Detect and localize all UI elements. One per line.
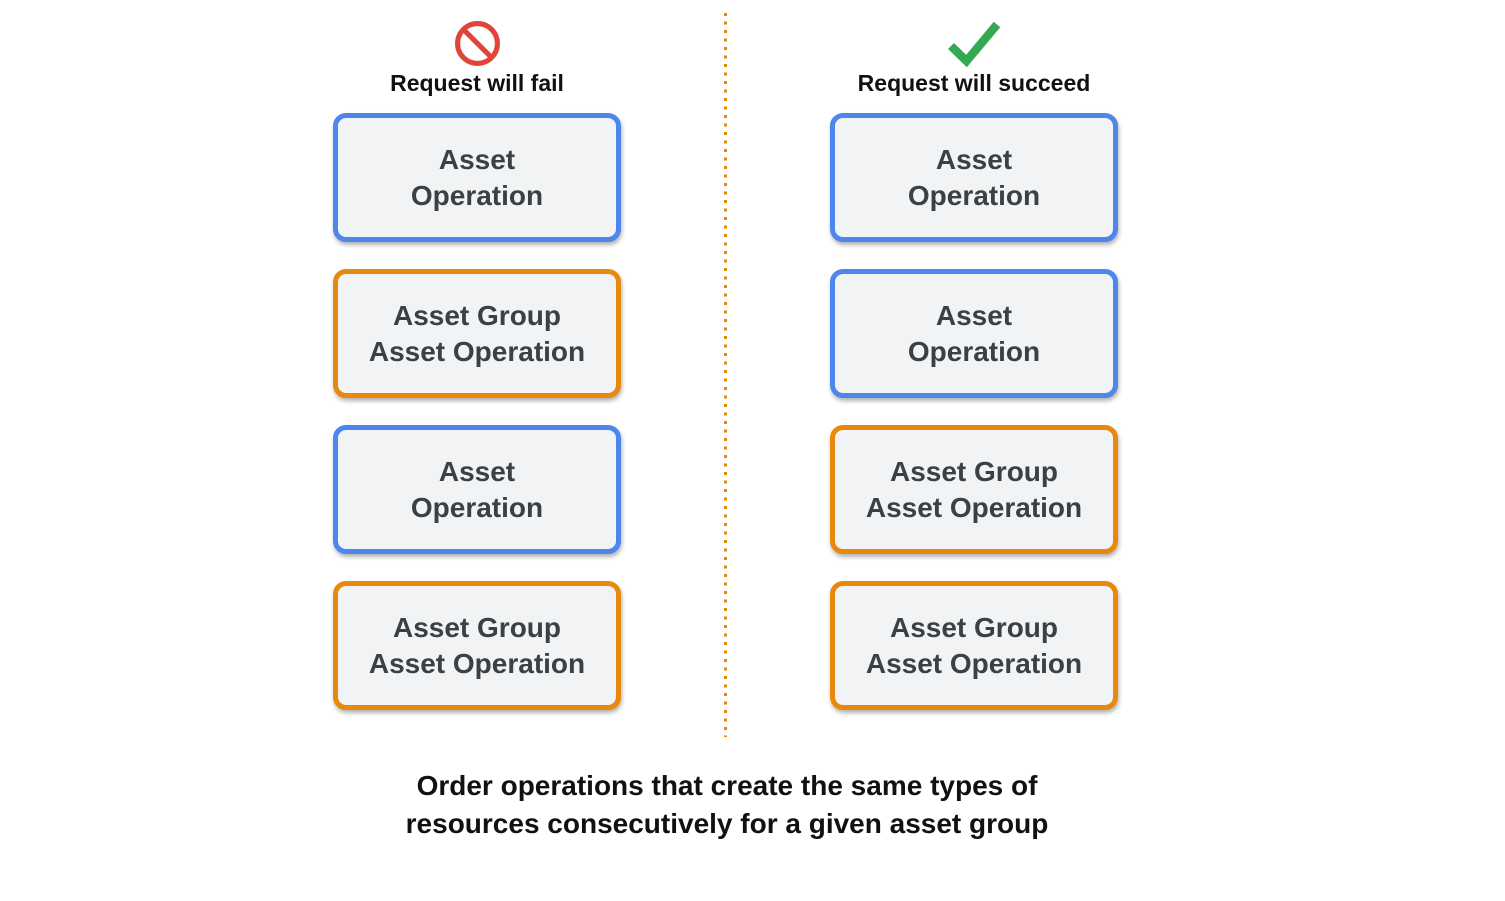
asset-operation-box: Asset Operation (830, 113, 1118, 242)
asset-operation-box: Asset Operation (830, 269, 1118, 398)
box-label-line: Operation (907, 179, 1041, 211)
box-label-line: Asset Group (889, 455, 1059, 487)
asset-group-asset-operation-box: Asset Group Asset Operation (830, 425, 1118, 554)
box-label-line: Asset (438, 143, 516, 175)
box-label-line: Asset Operation (865, 491, 1083, 523)
box-label-line: Asset Operation (368, 647, 586, 679)
succeed-box-stack: Asset Operation Asset Operation Asset Gr… (830, 113, 1118, 710)
box-label-line: Asset Operation (368, 335, 586, 367)
succeed-column-header: Request will succeed (830, 18, 1118, 97)
box-label-line: Asset (935, 299, 1013, 331)
box-label-line: Asset Group (392, 299, 562, 331)
check-icon (945, 18, 1003, 68)
box-label-line: Operation (410, 179, 544, 211)
box-label-line: Asset Operation (865, 647, 1083, 679)
fail-column-title: Request will fail (390, 70, 564, 96)
asset-operation-box: Asset Operation (333, 425, 621, 554)
no-entry-icon (454, 18, 501, 68)
box-label-line: Operation (907, 335, 1041, 367)
diagram-caption: Order operations that create the same ty… (352, 767, 1102, 843)
column-divider (724, 13, 727, 737)
succeed-column-title: Request will succeed (857, 70, 1091, 96)
caption-line-2: resources consecutively for a given asse… (405, 808, 1049, 839)
asset-operation-box: Asset Operation (333, 113, 621, 242)
asset-group-asset-operation-box: Asset Group Asset Operation (333, 269, 621, 398)
box-label-line: Asset (438, 455, 516, 487)
asset-group-asset-operation-box: Asset Group Asset Operation (830, 581, 1118, 710)
caption-line-1: Order operations that create the same ty… (416, 770, 1038, 801)
box-label-line: Asset Group (392, 611, 562, 643)
box-label-line: Asset Group (889, 611, 1059, 643)
box-label-line: Asset (935, 143, 1013, 175)
box-label-line: Operation (410, 491, 544, 523)
fail-box-stack: Asset Operation Asset Group Asset Operat… (333, 113, 621, 710)
fail-column-header: Request will fail (333, 18, 621, 97)
asset-group-asset-operation-box: Asset Group Asset Operation (333, 581, 621, 710)
